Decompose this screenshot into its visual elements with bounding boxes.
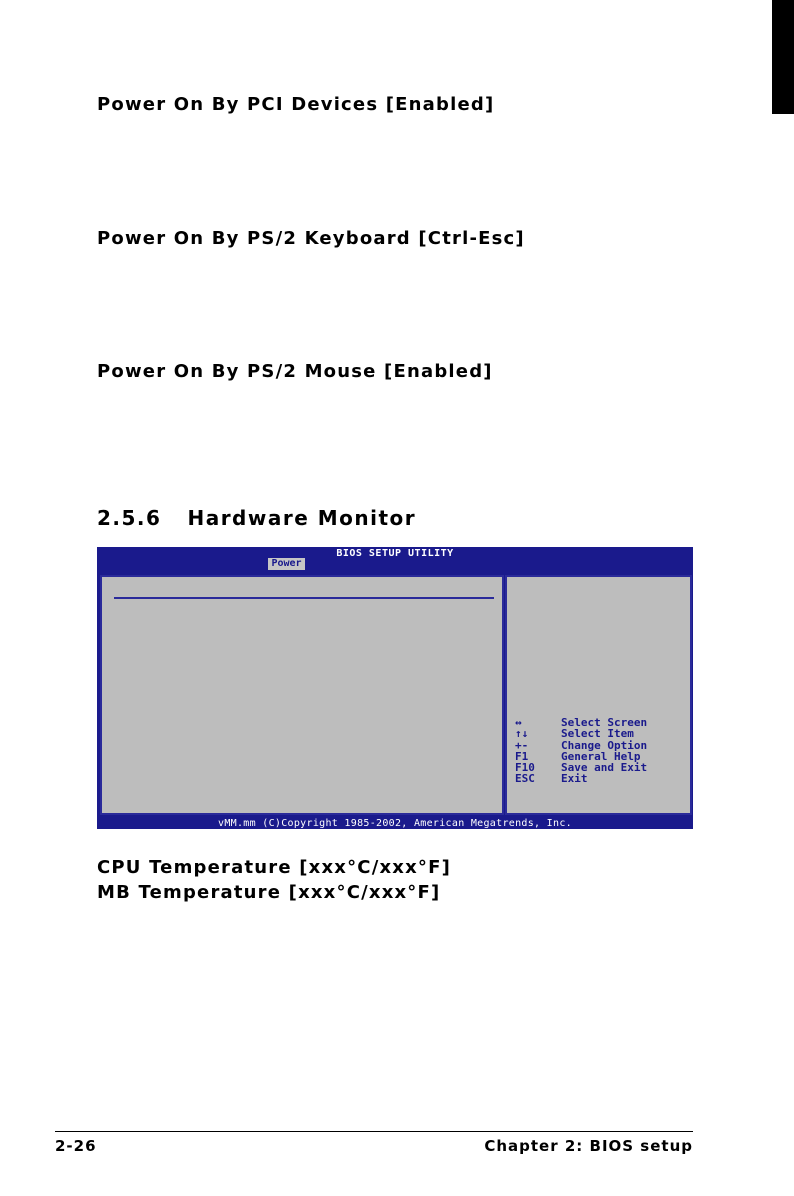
bios-key-legend: ↔ Select Screen ↑↓ Select Item +- Change Op… <box>515 717 647 785</box>
key-label: F1 <box>515 749 529 763</box>
key-row-change-option: +- Change Option <box>515 738 648 752</box>
key-row-save-exit: F10 Save and Exit <box>515 761 648 775</box>
page-number: 2-26 <box>55 1137 97 1155</box>
key-row-select-screen: ↔ Select Screen <box>515 716 648 729</box>
key-label: ESC <box>515 772 535 786</box>
key-label: ↔ <box>515 716 522 729</box>
item-power-on-keyboard: Power On By PS/2 Keyboard [Ctrl-Esc] <box>97 228 525 249</box>
key-action: Select Screen <box>561 716 648 729</box>
bios-help-panel: ↔ Select Screen ↑↓ Select Item +- Change Op… <box>505 575 692 815</box>
item-cpu-temperature: CPU Temperature [xxx°C/xxx°F] <box>97 857 452 878</box>
key-action: Exit <box>561 772 588 786</box>
bios-copyright: vMM.mm (C)Copyright 1985-2002, American … <box>218 818 572 829</box>
key-label: F10 <box>515 761 535 775</box>
bios-screenshot: BIOS SETUP UTILITY Power ↔ Select Screen … <box>97 547 693 829</box>
bios-divider <box>114 597 494 599</box>
key-row-select-item: ↑↓ Select Item <box>515 727 647 741</box>
item-power-on-mouse: Power On By PS/2 Mouse [Enabled] <box>97 361 493 382</box>
chapter-tab-marker <box>772 0 794 114</box>
bios-title: BIOS SETUP UTILITY <box>336 548 454 559</box>
key-label: ↑↓ <box>515 727 529 741</box>
bios-main-panel <box>100 575 504 815</box>
key-action: Save and Exit <box>561 761 648 775</box>
bios-tab-power[interactable]: Power <box>268 558 305 570</box>
item-power-on-pci: Power On By PCI Devices [Enabled] <box>97 94 495 115</box>
key-action: General Help <box>561 749 641 763</box>
key-action: Change Option <box>561 738 648 752</box>
chapter-title: Chapter 2: BIOS setup <box>484 1137 693 1155</box>
footer-divider <box>55 1131 693 1132</box>
key-row-general-help: F1 General Help <box>515 749 647 763</box>
item-mb-temperature: MB Temperature [xxx°C/xxx°F] <box>97 882 441 903</box>
section-name: Hardware Monitor <box>187 506 417 530</box>
key-action: Select Item <box>561 727 634 741</box>
section-title: 2.5.6 Hardware Monitor <box>97 506 416 530</box>
key-row-exit: ESC Exit <box>515 772 647 786</box>
section-number: 2.5.6 <box>97 506 162 530</box>
key-label: +- <box>515 738 529 752</box>
